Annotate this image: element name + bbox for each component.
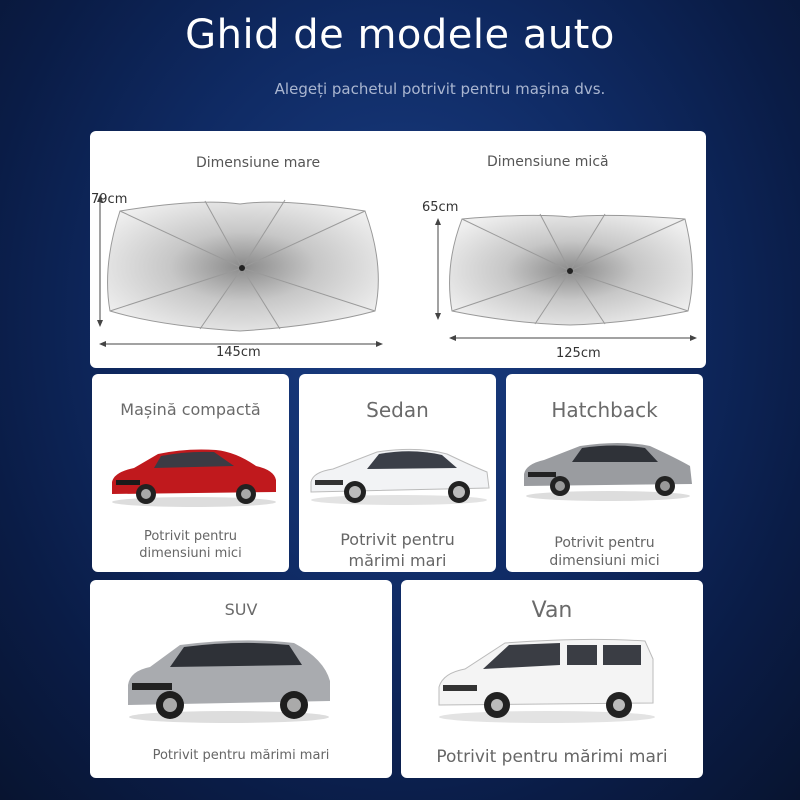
- small-sunshade-image: [435, 213, 697, 341]
- van-image: [438, 638, 655, 723]
- card-description: Potrivit pentru mărimi mari: [340, 530, 455, 570]
- card-title: Hatchback: [551, 398, 658, 422]
- small-size-label: Dimensiune mică: [487, 154, 609, 170]
- card-title: SUV: [224, 600, 258, 619]
- card-van: Van Potrivit pentru mărimi mari: [401, 580, 703, 778]
- card-title: Van: [531, 598, 573, 623]
- card-description: Potrivit pentru dimensiuni mici: [549, 535, 660, 570]
- sedan-image: [310, 448, 490, 505]
- large-height-label: 79cm: [91, 192, 128, 207]
- card-hatchback: Hatchback Potrivit pentru dimensiuni mic…: [506, 374, 703, 572]
- large-size-label: Dimensiune mare: [196, 155, 321, 171]
- card-suv: SUV Potrivit pentru mărimi mari: [90, 580, 392, 778]
- card-description: Potrivit pentru mărimi mari: [152, 748, 330, 763]
- card-description: Potrivit pentru dimensiuni mici: [139, 529, 242, 561]
- card-sedan: Sedan Potrivit pentru mărimi mari: [299, 374, 496, 572]
- page-title: Ghid de modele auto: [185, 12, 615, 58]
- small-width-label: 125cm: [556, 346, 601, 361]
- page-subtitle: Alegeți pachetul potrivit pentru mașina …: [274, 80, 606, 98]
- large-width-label: 145cm: [216, 345, 261, 360]
- card-compact-car: Mașină compactă Potrivit pentru dimensiu…: [92, 374, 289, 572]
- compact-car-image: [112, 449, 276, 507]
- small-height-label: 65cm: [422, 200, 459, 215]
- size-guide-card: Dimensiune mare Dimensiune mică: [90, 131, 706, 368]
- hatchback-image: [524, 443, 692, 501]
- card-title: Sedan: [366, 398, 429, 422]
- large-sunshade-image: [97, 195, 383, 347]
- suv-image: [128, 640, 330, 723]
- card-title: Mașină compactă: [120, 400, 261, 419]
- card-description: Potrivit pentru mărimi mari: [436, 747, 668, 767]
